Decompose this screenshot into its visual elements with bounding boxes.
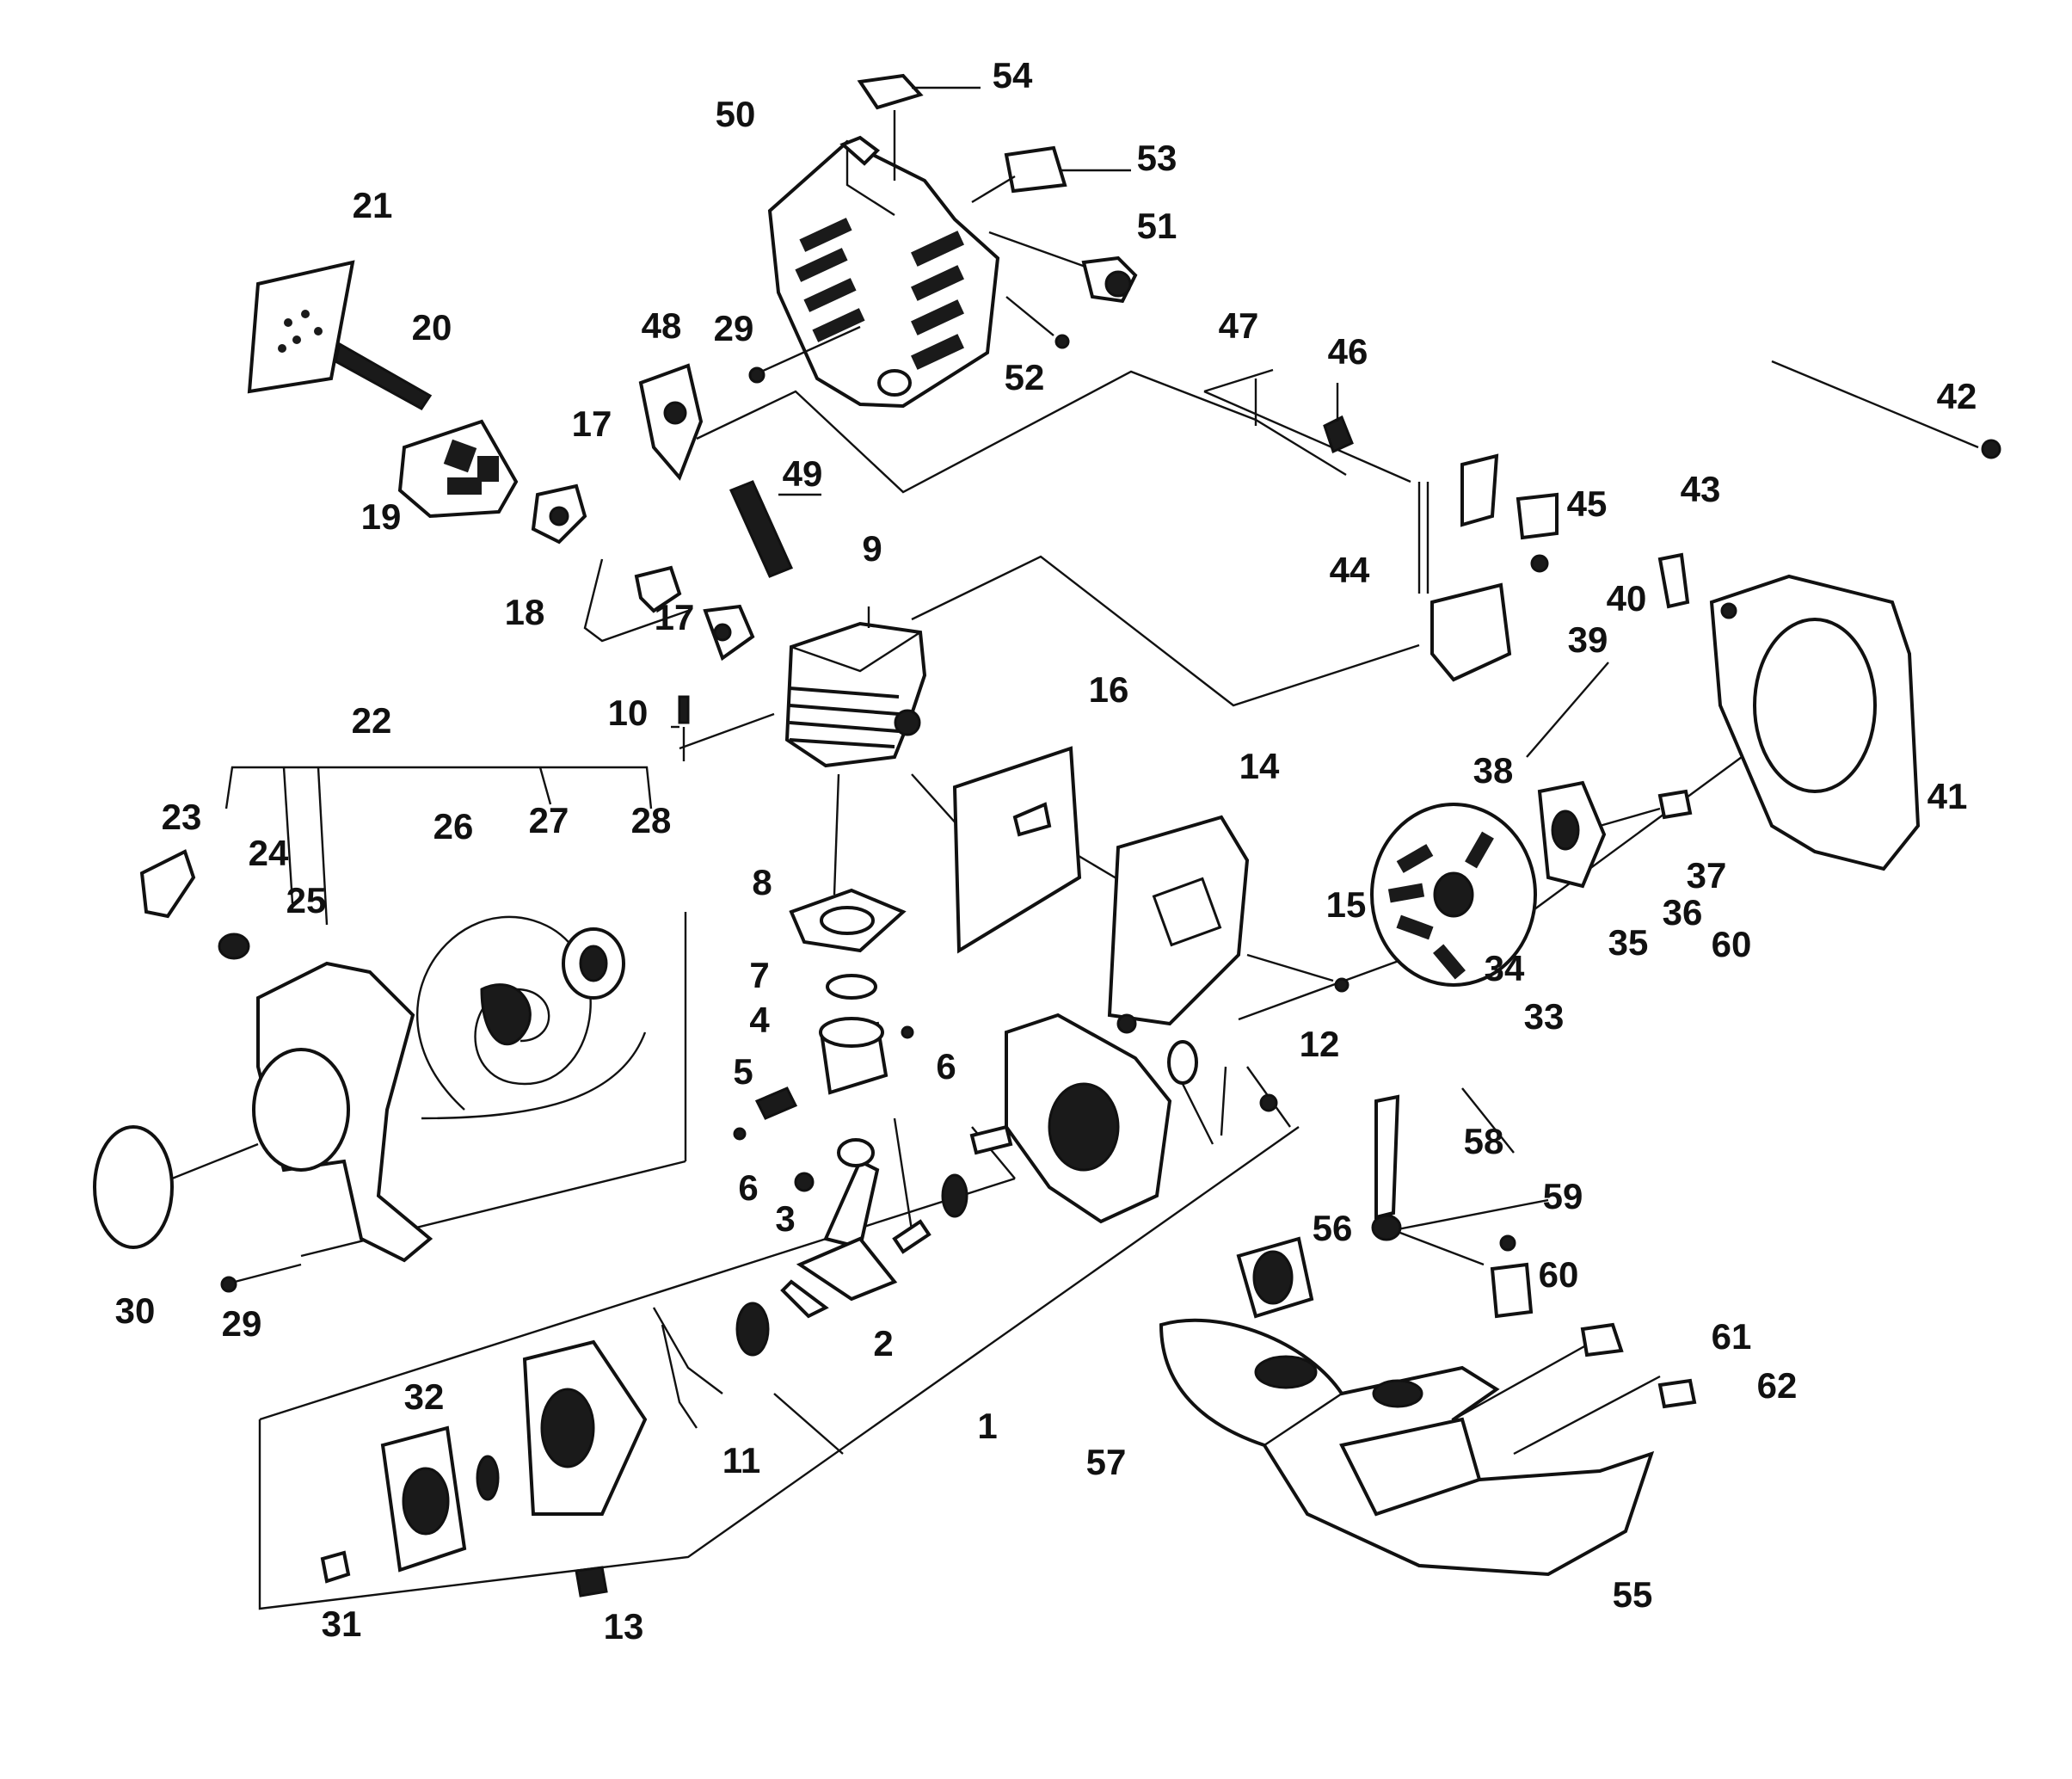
- part-number-p20: 20: [412, 307, 452, 348]
- cylinder: [784, 606, 927, 768]
- part-number-p3: 3: [775, 1198, 795, 1239]
- part-number-p53: 53: [1137, 138, 1177, 178]
- part-number-p31: 31: [322, 1604, 362, 1644]
- part-number-p1: 1: [977, 1406, 997, 1446]
- engine-cover: [767, 135, 1000, 409]
- part-number-p58: 58: [1464, 1121, 1504, 1161]
- part-number-p21: 21: [353, 185, 393, 225]
- part-number-p54: 54: [993, 55, 1033, 95]
- part-number-p30: 30: [115, 1290, 156, 1331]
- part-number-p46: 46: [1328, 331, 1368, 372]
- part-number-p19: 19: [361, 496, 402, 537]
- part-number-p16: 16: [1089, 669, 1129, 710]
- part-number-p29a: 29: [714, 308, 754, 348]
- part-number-p8: 8: [752, 862, 772, 902]
- part-number-p18: 18: [505, 592, 545, 632]
- fuel-tank: [1159, 1236, 1655, 1577]
- part-number-p24: 24: [249, 833, 289, 873]
- part-number-p35: 35: [1608, 922, 1649, 963]
- part-number-p26: 26: [433, 806, 474, 846]
- crankcase: [522, 1013, 1172, 1516]
- fan-housing: [1709, 574, 1921, 871]
- part-number-p5: 5: [733, 1051, 753, 1092]
- part-number-p60b: 60: [1539, 1254, 1579, 1295]
- part-number-p40: 40: [1607, 578, 1647, 619]
- part-number-p41: 41: [1928, 776, 1968, 816]
- part-number-p39: 39: [1568, 619, 1608, 660]
- part-number-p59: 59: [1543, 1176, 1583, 1216]
- flywheel: [1370, 803, 1537, 987]
- part-number-p4: 4: [749, 1000, 770, 1040]
- part-number-p33: 33: [1524, 996, 1565, 1037]
- part-number-p10: 10: [608, 693, 649, 733]
- part-number-p49: 49: [783, 453, 823, 494]
- part-number-p9: 9: [862, 528, 882, 569]
- part-number-p44: 44: [1330, 550, 1370, 590]
- part-number-p60a: 60: [1712, 924, 1752, 964]
- part-number-p52: 52: [1005, 357, 1045, 397]
- part-number-p17b: 17: [655, 597, 695, 637]
- part-number-p50: 50: [716, 94, 756, 134]
- part-number-p6b: 6: [738, 1167, 758, 1208]
- part-number-p14: 14: [1239, 746, 1280, 786]
- part-number-p2: 2: [873, 1323, 893, 1363]
- part-number-p28: 28: [631, 800, 672, 840]
- part-number-p37: 37: [1687, 855, 1727, 896]
- part-number-p51: 51: [1137, 206, 1177, 246]
- part-number-p42: 42: [1937, 376, 1977, 416]
- part-number-p27: 27: [529, 800, 569, 840]
- recoil-starter: [93, 849, 647, 1293]
- part-number-p17a: 17: [572, 403, 612, 444]
- part-number-p62: 62: [1757, 1365, 1798, 1406]
- part-number-p25: 25: [286, 880, 327, 920]
- part-number-p7: 7: [749, 955, 769, 995]
- part-number-p57: 57: [1086, 1442, 1127, 1482]
- part-number-p29b: 29: [222, 1303, 262, 1344]
- part-number-p23: 23: [162, 797, 202, 837]
- part-number-p36: 36: [1663, 892, 1703, 933]
- part-number-p55: 55: [1613, 1574, 1653, 1615]
- part-number-p61: 61: [1712, 1316, 1752, 1357]
- part-number-p56: 56: [1313, 1208, 1353, 1248]
- part-number-p38: 38: [1473, 750, 1514, 791]
- part-number-p47: 47: [1219, 305, 1259, 346]
- part-number-p6a: 6: [936, 1046, 956, 1086]
- part-number-p22: 22: [352, 700, 392, 741]
- part-number-p11: 11: [722, 1440, 760, 1480]
- part-number-p13: 13: [604, 1606, 644, 1647]
- part-number-p12: 12: [1300, 1024, 1340, 1064]
- part-number-p32: 32: [404, 1376, 445, 1417]
- part-number-p34: 34: [1485, 948, 1525, 988]
- air-filter: [247, 260, 587, 545]
- part-number-p15: 15: [1326, 884, 1367, 925]
- part-number-p43: 43: [1681, 469, 1721, 509]
- crankshaft: [780, 1138, 931, 1319]
- part-number-p45: 45: [1567, 483, 1608, 524]
- part-number-p48: 48: [642, 305, 682, 346]
